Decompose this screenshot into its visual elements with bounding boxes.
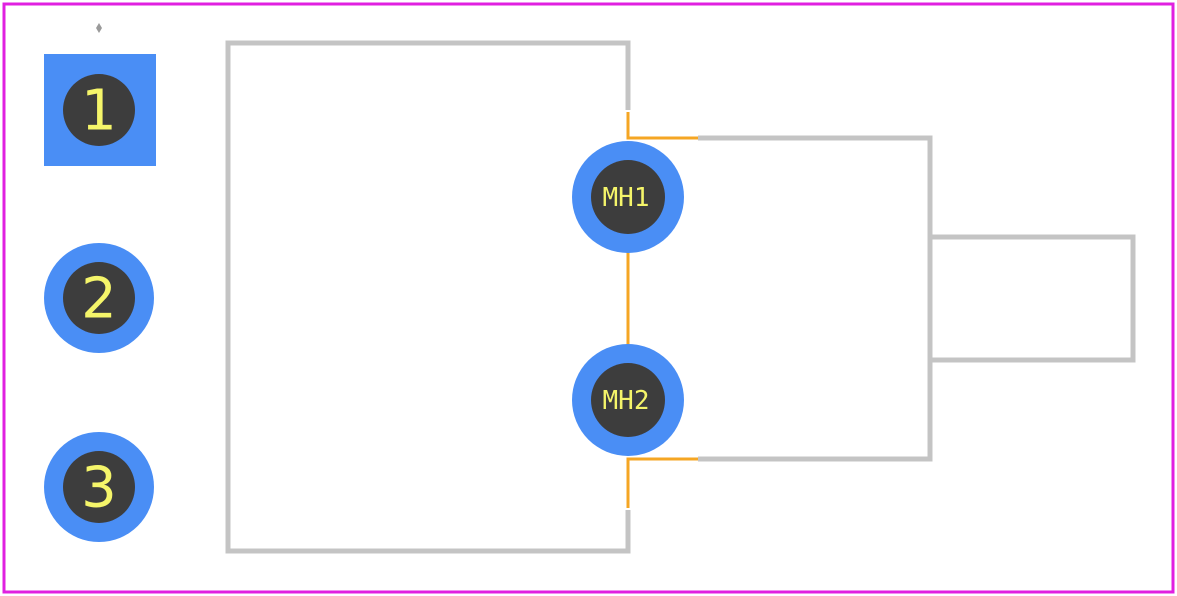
mh-2-drill [591,363,665,437]
pad-2[interactable]: 2 [44,243,154,353]
assembly-trace-bottom [626,457,698,508]
pad-3[interactable]: 3 [44,432,154,542]
pad-3-label: 3 [81,456,117,521]
origin-marker [96,23,102,33]
mh-2-label: MH2 [603,386,650,416]
assembly-trace-top [626,112,698,140]
silkscreen-body-outline [225,40,631,554]
mh-1-drill [591,160,665,234]
pad-1-drill [63,74,135,146]
silkscreen-actuator-outline [930,234,1136,363]
mounting-hole-1[interactable]: MH1 [572,141,684,253]
pad-1-label: 1 [81,79,117,144]
silkscreen-housing-outline [698,135,933,462]
assembly-traces [626,112,698,508]
pad-2-drill [63,262,135,334]
mounting-hole-2[interactable]: MH2 [572,344,684,456]
pad-2-label: 2 [81,267,117,332]
pad-1[interactable]: 1 [44,54,156,166]
mh-1-label: MH1 [603,183,650,213]
pad-3-drill [63,451,135,523]
